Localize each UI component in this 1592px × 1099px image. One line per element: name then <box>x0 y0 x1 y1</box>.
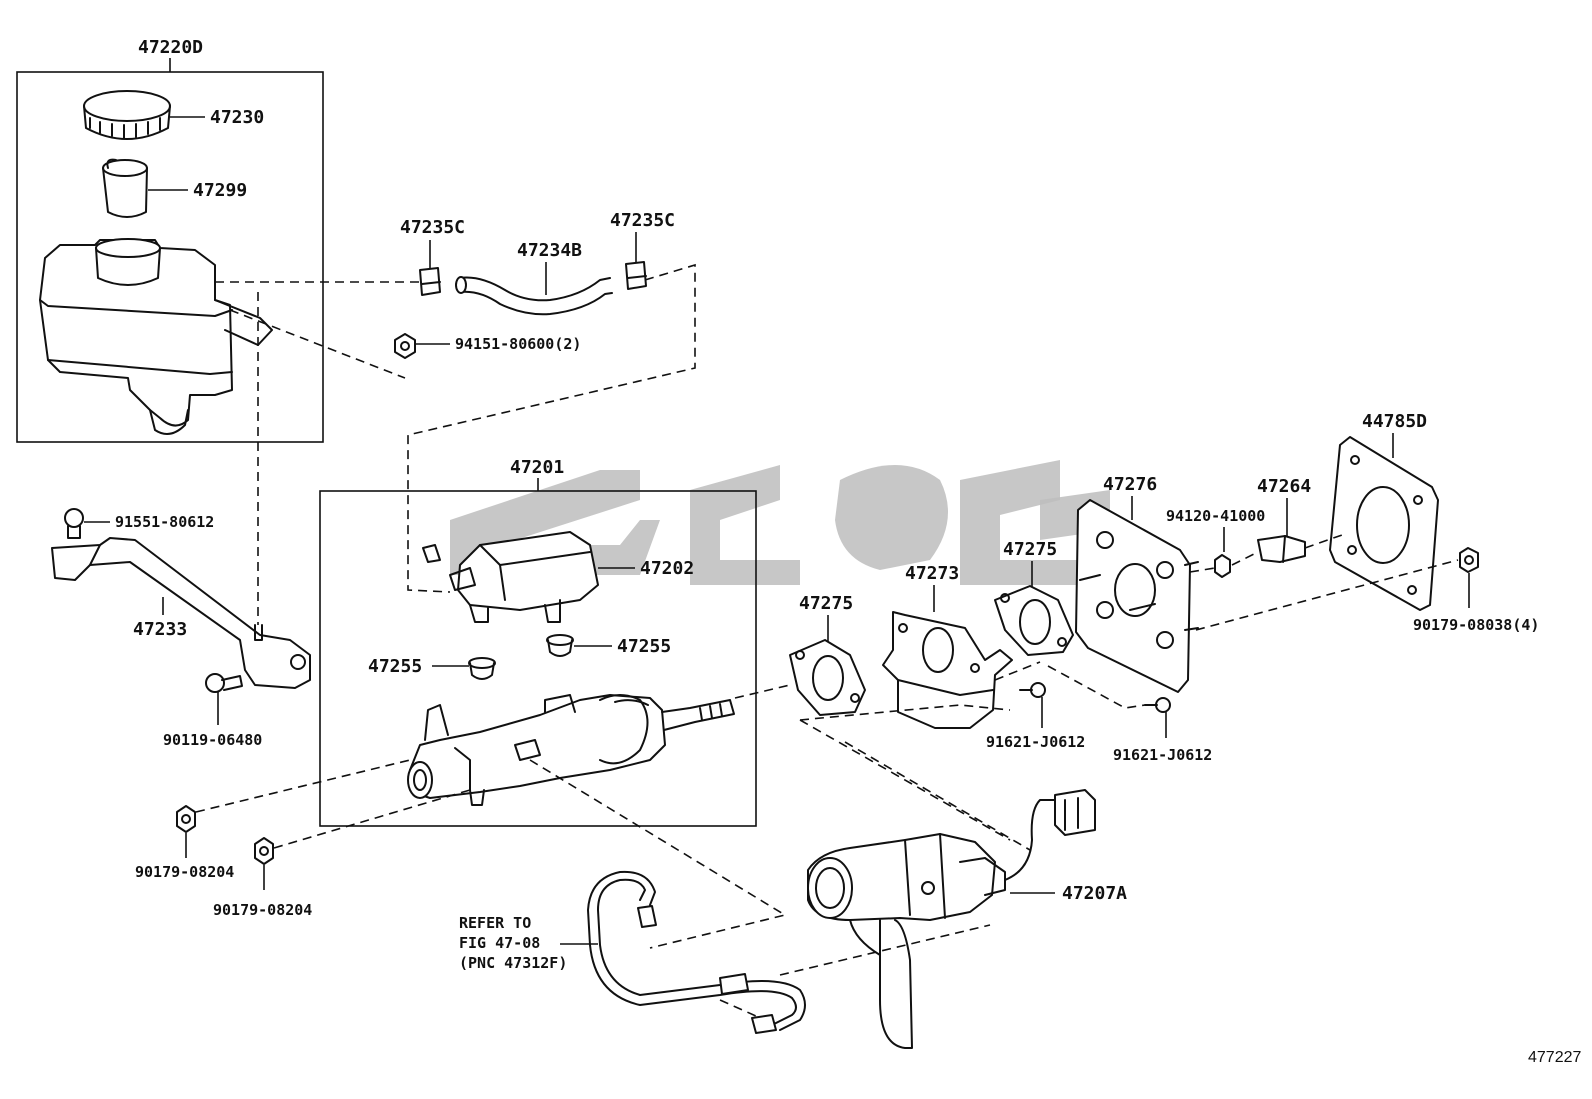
gasket-right <box>994 585 1074 656</box>
stroke-simulator <box>807 833 1006 1049</box>
label-91551-80612: 91551-80612 <box>115 513 214 531</box>
label-47275-right: 47275 <box>1003 539 1057 560</box>
strainer <box>102 158 148 218</box>
label-94120-41000: 94120-41000 <box>1166 507 1265 525</box>
hose-clip-left <box>419 267 441 296</box>
label-47273: 47273 <box>905 563 959 584</box>
label-90119-06480: 90119-06480 <box>163 731 262 749</box>
label-90179-08038: 90179-08038(4) <box>1413 616 1539 634</box>
hose-clip-right <box>625 261 647 290</box>
label-47201: 47201 <box>510 457 564 478</box>
gasket-panel <box>1329 436 1439 611</box>
small-nut <box>1214 554 1231 578</box>
plate-bolt-2 <box>1144 697 1171 713</box>
refer-note-line1: REFER TO <box>459 914 531 932</box>
label-47255-right: 47255 <box>617 636 671 657</box>
label-47235C-left: 47235C <box>400 217 465 238</box>
refer-note-line3: (PNC 47312F) <box>459 954 567 972</box>
gasket-left <box>789 639 866 716</box>
brake-pipe <box>587 870 806 1034</box>
label-91621-J0612-2: 91621-J0612 <box>1113 746 1212 764</box>
label-47276: 47276 <box>1103 474 1157 495</box>
panel-nut <box>1459 547 1479 573</box>
label-47220D: 47220D <box>138 37 203 58</box>
nut-left-2 <box>254 837 274 865</box>
reservoir-tank <box>39 238 273 435</box>
label-47233: 47233 <box>133 619 187 640</box>
label-47275-left: 47275 <box>799 593 853 614</box>
reservoir-hose <box>455 276 613 316</box>
label-47235C-right: 47235C <box>610 210 675 231</box>
master-cylinder-box <box>319 490 757 827</box>
label-47202: 47202 <box>640 558 694 579</box>
label-47255-left: 47255 <box>368 656 422 677</box>
sensor-clip <box>1257 535 1306 563</box>
reservoir-body <box>422 531 599 623</box>
simulator-sensor-wire <box>1004 789 1096 881</box>
bracket <box>51 537 311 689</box>
reservoir-cap <box>83 90 171 140</box>
grommet-left <box>468 657 496 680</box>
booster-plate <box>1075 499 1199 693</box>
label-94151-80600: 94151-80600(2) <box>455 335 581 353</box>
figure-number: 477227 <box>1528 1049 1581 1066</box>
nut-left-1 <box>176 805 196 833</box>
reservoir-nut <box>394 333 416 359</box>
label-47230: 47230 <box>210 107 264 128</box>
bracket-bolt-lower <box>205 673 243 693</box>
label-47264: 47264 <box>1257 476 1311 497</box>
reservoir-assembly-box <box>16 71 324 443</box>
master-cylinder <box>407 694 735 806</box>
label-44785D: 44785D <box>1362 411 1427 432</box>
label-90179-08204-2: 90179-08204 <box>213 901 312 919</box>
mounting-plate <box>882 611 1013 729</box>
label-47234B: 47234B <box>517 240 582 261</box>
label-91621-J0612-1: 91621-J0612 <box>986 733 1085 751</box>
label-90179-08204-1: 90179-08204 <box>135 863 234 881</box>
plate-bolt-1 <box>1019 682 1046 698</box>
label-47207A: 47207A <box>1062 883 1127 904</box>
label-47299: 47299 <box>193 180 247 201</box>
bracket-bolt-upper <box>64 508 84 539</box>
refer-note-line2: FIG 47-08 <box>459 934 540 952</box>
grommet-right <box>546 634 574 657</box>
